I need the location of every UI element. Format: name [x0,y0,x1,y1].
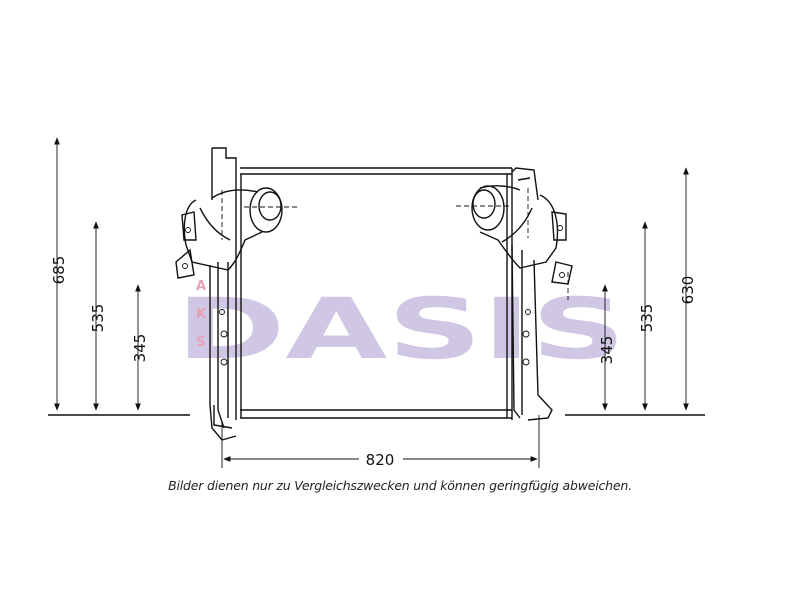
dim-right-outer: 630 [679,167,697,411]
dim-label-685: 685 [50,256,68,285]
logo-letter-1: A [196,279,206,294]
dim-label-345-left: 345 [131,334,149,363]
right-tank [456,167,573,421]
dim-left-outer: 685 [50,137,68,411]
dim-label-535-left: 535 [89,304,107,333]
dim-left-middle: 535 [89,221,107,411]
dim-label-820: 820 [366,451,395,469]
logo-text: DASIS [176,280,626,378]
dim-label-345-right: 345 [598,336,616,365]
dim-label-630: 630 [679,276,697,305]
dim-right-middle: 535 [638,221,656,411]
dim-left-inner: 345 [131,284,149,411]
disclaimer-caption: Bilder dienen nur zu Vergleichszwecken u… [168,478,632,493]
dim-right-inner: 345 [598,284,616,411]
logo-letter-3: S [196,335,205,350]
dim-bottom-width: 820 [221,415,540,469]
logo-letter-2: K [196,307,207,322]
watermark-logo: DASIS A K S [176,279,626,378]
dim-label-535-right: 535 [638,304,656,333]
